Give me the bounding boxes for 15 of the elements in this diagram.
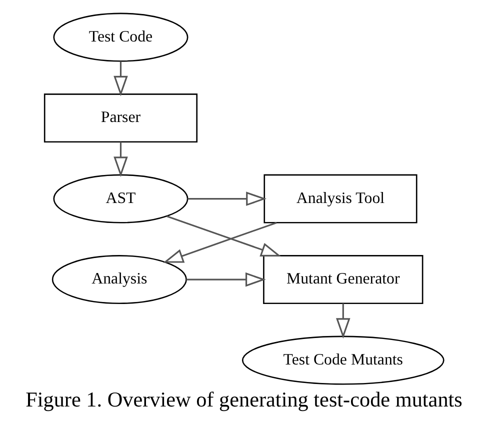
node-box: Mutant Generator [262, 255, 423, 304]
caption: Figure 1. Overview of generating test-code mutants [25, 387, 462, 412]
node-ellipse: Analysis [51, 255, 186, 304]
arrow [187, 192, 266, 206]
arrow [113, 61, 128, 96]
node-box: Analysis Tool [263, 174, 417, 224]
arrow [162, 222, 276, 263]
node-ellipse: AST [52, 174, 188, 224]
arrow [336, 303, 350, 339]
node-box: Parser [43, 94, 198, 143]
arrow [113, 142, 128, 178]
arrow [186, 272, 266, 287]
arrow [166, 216, 281, 256]
node-ellipse: Test Code [52, 12, 188, 62]
node-ellipse: Test Code Mutants [241, 336, 444, 385]
